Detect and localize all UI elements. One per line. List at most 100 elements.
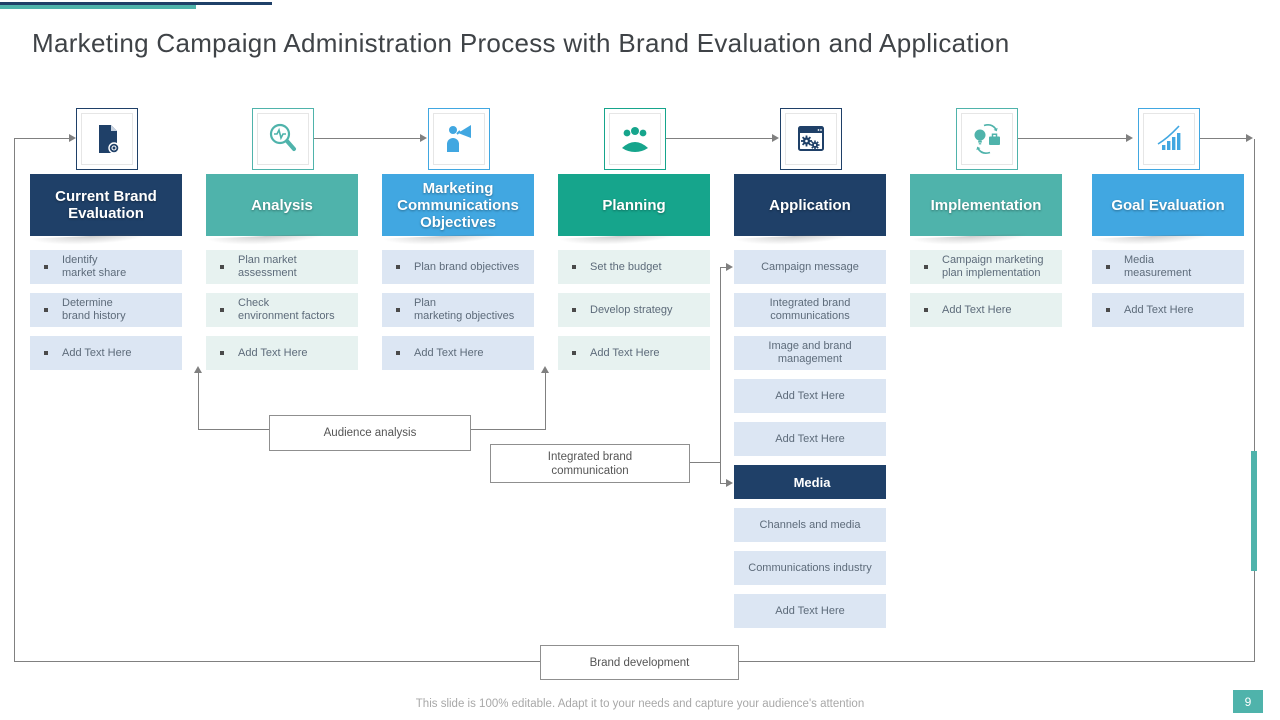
list-item: Plan brand objectives [382,250,534,284]
icon-box [1138,108,1200,170]
list-item: Add Text Here [734,422,886,456]
flow-line [664,138,774,139]
icon-mat [433,113,485,165]
list-item: Determine brand history [30,293,182,327]
stage-item-list: Plan market assessment Check environment… [206,250,358,379]
icon-mat [961,113,1013,165]
list-item-label: Media [793,474,831,490]
arrowhead-icon [1126,134,1133,142]
megaphone-person-icon [447,125,471,152]
stage-item-list: Media measurement Add Text Here [1092,250,1244,336]
arrowhead-icon [194,366,202,373]
list-item: Add Text Here [734,594,886,628]
flow-line [198,429,269,430]
list-item-label: Plan marketing objectives [414,297,515,322]
list-item-label: Add Text Here [414,346,484,359]
document-report-icon [99,125,120,154]
icon-box [76,108,138,170]
bullet-icon [220,308,224,312]
list-item: Image and brand management [734,336,886,370]
arrowhead-icon [69,134,76,142]
list-item-label: Channels and media [759,518,861,531]
list-item-label: Communications industry [748,561,872,574]
stage-header: Implementation [910,174,1062,236]
arrowhead-icon [772,134,779,142]
column-current-brand-evaluation: Current Brand Evaluation Identify market… [30,0,182,700]
stage-header: Planning [558,174,710,236]
list-item: Set the budget [558,250,710,284]
icon-box [252,108,314,170]
flow-line [720,267,727,268]
page-number-badge: 9 [1233,690,1263,713]
list-item-label: Set the budget [590,260,662,273]
column-implementation: Implementation Campaign marketing plan i… [910,0,1062,700]
media-band: Media [734,465,886,499]
stage-item-list: Campaign message Integrated brand commun… [734,250,886,637]
flow-line [1254,139,1255,661]
icon-box [428,108,490,170]
stage-header: Analysis [206,174,358,236]
icon-box [780,108,842,170]
icon-mat [609,113,661,165]
list-item-label: Image and brand management [768,340,852,365]
bullet-icon [396,308,400,312]
bullet-icon [572,308,576,312]
stage-header: Current Brand Evaluation [30,174,182,236]
bullet-icon [44,265,48,269]
browser-gears-icon [798,126,824,151]
list-item: Add Text Here [1092,293,1244,327]
list-item-label: Add Text Here [775,432,845,445]
list-item-label: Check environment factors [238,297,335,322]
bullet-icon [924,308,928,312]
list-item-label: Campaign message [761,260,859,273]
bullet-icon [220,351,224,355]
list-item-label: Integrated brand communications [769,297,851,322]
bullet-icon [1106,308,1110,312]
list-item: Communications industry [734,551,886,585]
stage-header: Marketing Communications Objectives [382,174,534,236]
meeting-group-icon [622,127,648,152]
list-item: Campaign marketing plan implementation [910,250,1062,284]
list-item-label: Determine brand history [62,297,126,322]
icon-mat [81,113,133,165]
flow-line [14,138,70,139]
stage-header: Application [734,174,886,236]
icon-box [956,108,1018,170]
list-item: Identify market share [30,250,182,284]
list-item: Add Text Here [382,336,534,370]
list-item: Develop strategy [558,293,710,327]
stage-item-list: Plan brand objectives Plan marketing obj… [382,250,534,379]
flow-line [1016,138,1128,139]
list-item-label: Plan market assessment [238,254,297,279]
list-item-label: Add Text Here [775,389,845,402]
bullet-icon [44,351,48,355]
growth-chart-icon [1157,125,1181,150]
list-item-label: Add Text Here [942,303,1012,316]
magnifier-pulse-icon [269,123,296,151]
column-application: Application Campaign message Integrated … [734,0,886,700]
bullet-icon [572,351,576,355]
bullet-icon [396,265,400,269]
idea-cycle-icon [974,123,1000,155]
top-accent-bar-teal [0,5,196,9]
flow-line [198,373,199,430]
side-accent-bar [1251,451,1257,571]
flow-line [1198,138,1248,139]
flow-line [312,138,422,139]
list-item-label: Plan brand objectives [414,260,520,273]
list-item: Check environment factors [206,293,358,327]
page-title: Marketing Campaign Administration Proces… [32,28,1010,58]
flow-line [720,267,721,484]
bullet-icon [572,265,576,269]
bullet-icon [1106,265,1110,269]
list-item-label: Add Text Here [62,346,132,359]
list-item-label: Campaign marketing plan implementation [942,254,1044,279]
icon-box [604,108,666,170]
bullet-icon [924,265,928,269]
list-item: Add Text Here [558,336,710,370]
top-accent-bar-navy [0,2,272,5]
audience-analysis-label: Audience analysis [269,415,471,451]
list-item: Plan marketing objectives [382,293,534,327]
list-item-label: Add Text Here [1124,303,1194,316]
integrated-brand-communication-label: Integrated brand communication [490,444,690,483]
